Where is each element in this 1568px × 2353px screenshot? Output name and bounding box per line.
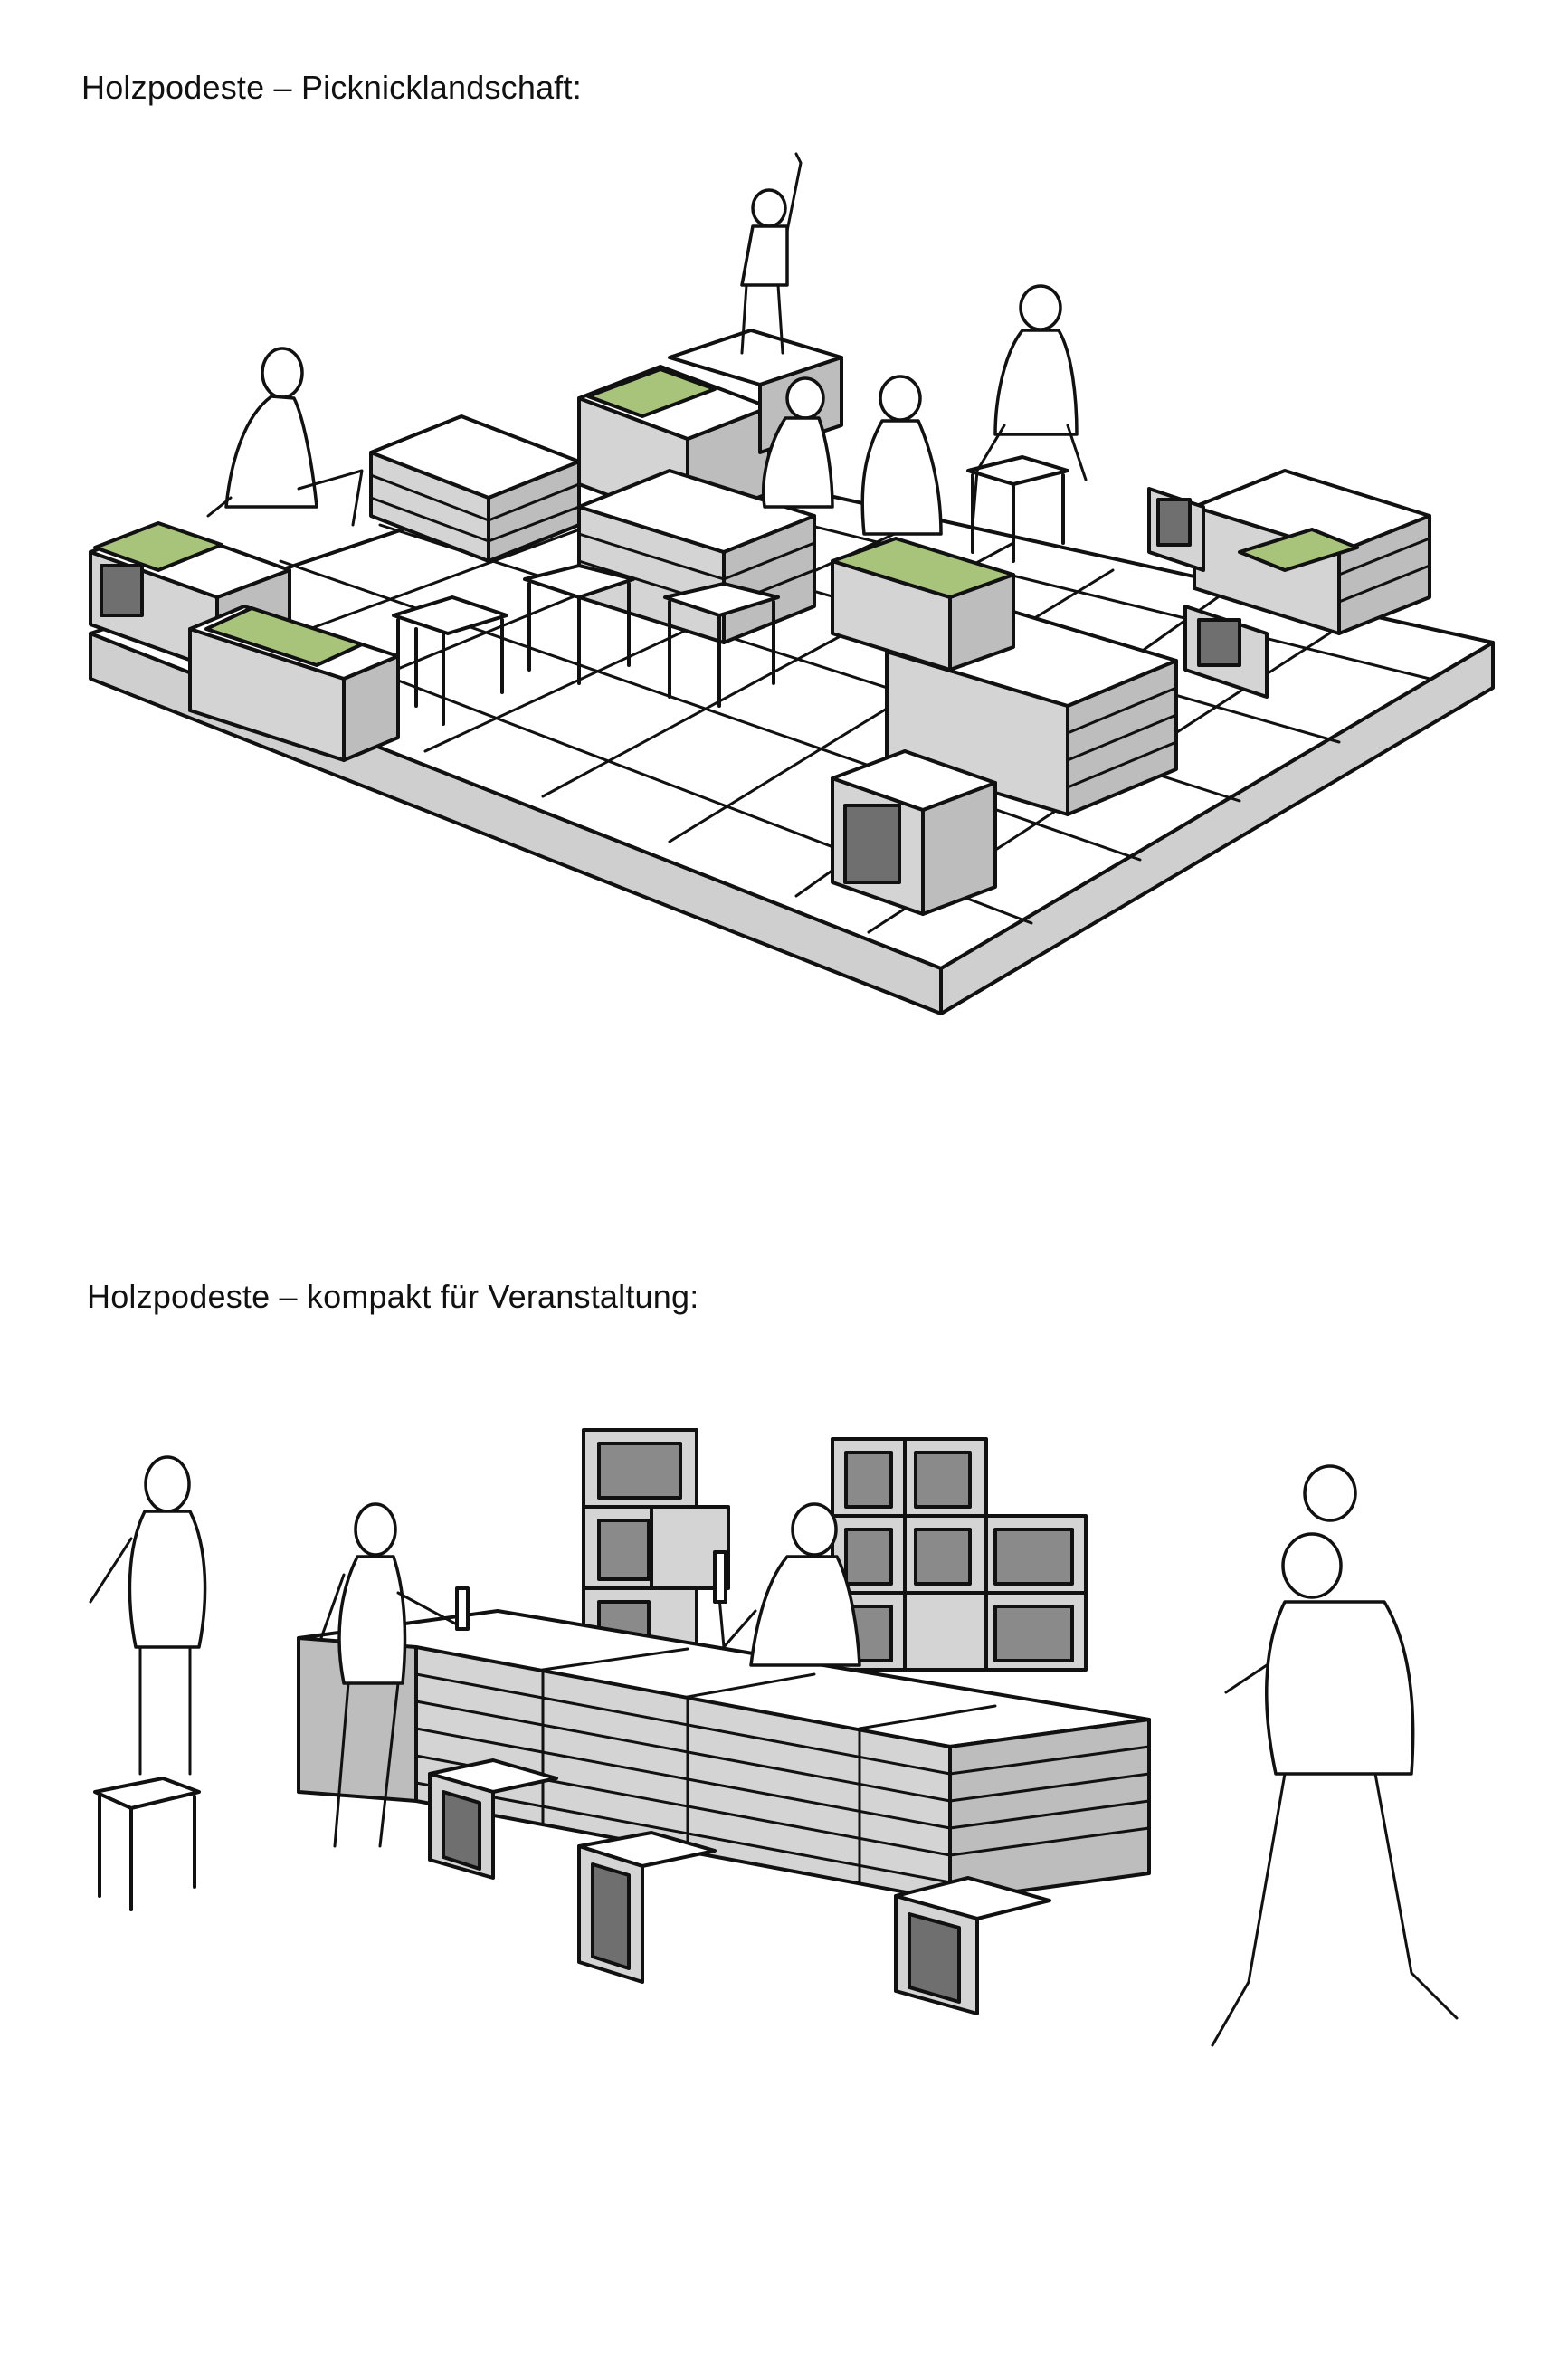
figure-sitting-right: [971, 284, 1088, 527]
stool-4: [966, 455, 1069, 563]
stool-left: [93, 1777, 201, 1911]
stool-3: [663, 582, 780, 708]
caption-compact-event: Holzpodeste – kompakt für Veranstaltung:: [87, 1278, 699, 1315]
figure-woman-bottle: [319, 1502, 470, 1848]
stool-1: [392, 595, 508, 726]
right-front-block: [831, 605, 1178, 916]
sketch-picnic-landscape: [89, 152, 1495, 1015]
bar-counter: [297, 1609, 1151, 1902]
center-grass-cushion: [831, 537, 1015, 672]
figure-sitting-left: [206, 347, 364, 527]
caption-picnic-landscape: Holzpodeste – Picknicklandschaft:: [81, 69, 582, 106]
stool-2: [523, 564, 635, 685]
figure-man-with-child: [1211, 1464, 1459, 2047]
figure-child-standing: [740, 152, 803, 355]
stool-bar-2: [577, 1831, 717, 1984]
sketch-compact-event: [89, 1428, 1459, 2047]
figure-center-2: [860, 375, 943, 536]
left-bench-stack: [89, 521, 400, 762]
shelf-stack-right: [831, 1437, 1088, 1672]
stool-bar-1: [428, 1758, 558, 1880]
figure-center-1: [761, 376, 834, 509]
right-bench-stack: [1147, 469, 1431, 699]
stool-bar-3: [894, 1876, 1051, 2015]
center-left-block: [369, 414, 581, 563]
center-table-block: [577, 469, 816, 644]
figure-woman-left: [89, 1455, 207, 1776]
figure-bartender: [713, 1502, 861, 1667]
